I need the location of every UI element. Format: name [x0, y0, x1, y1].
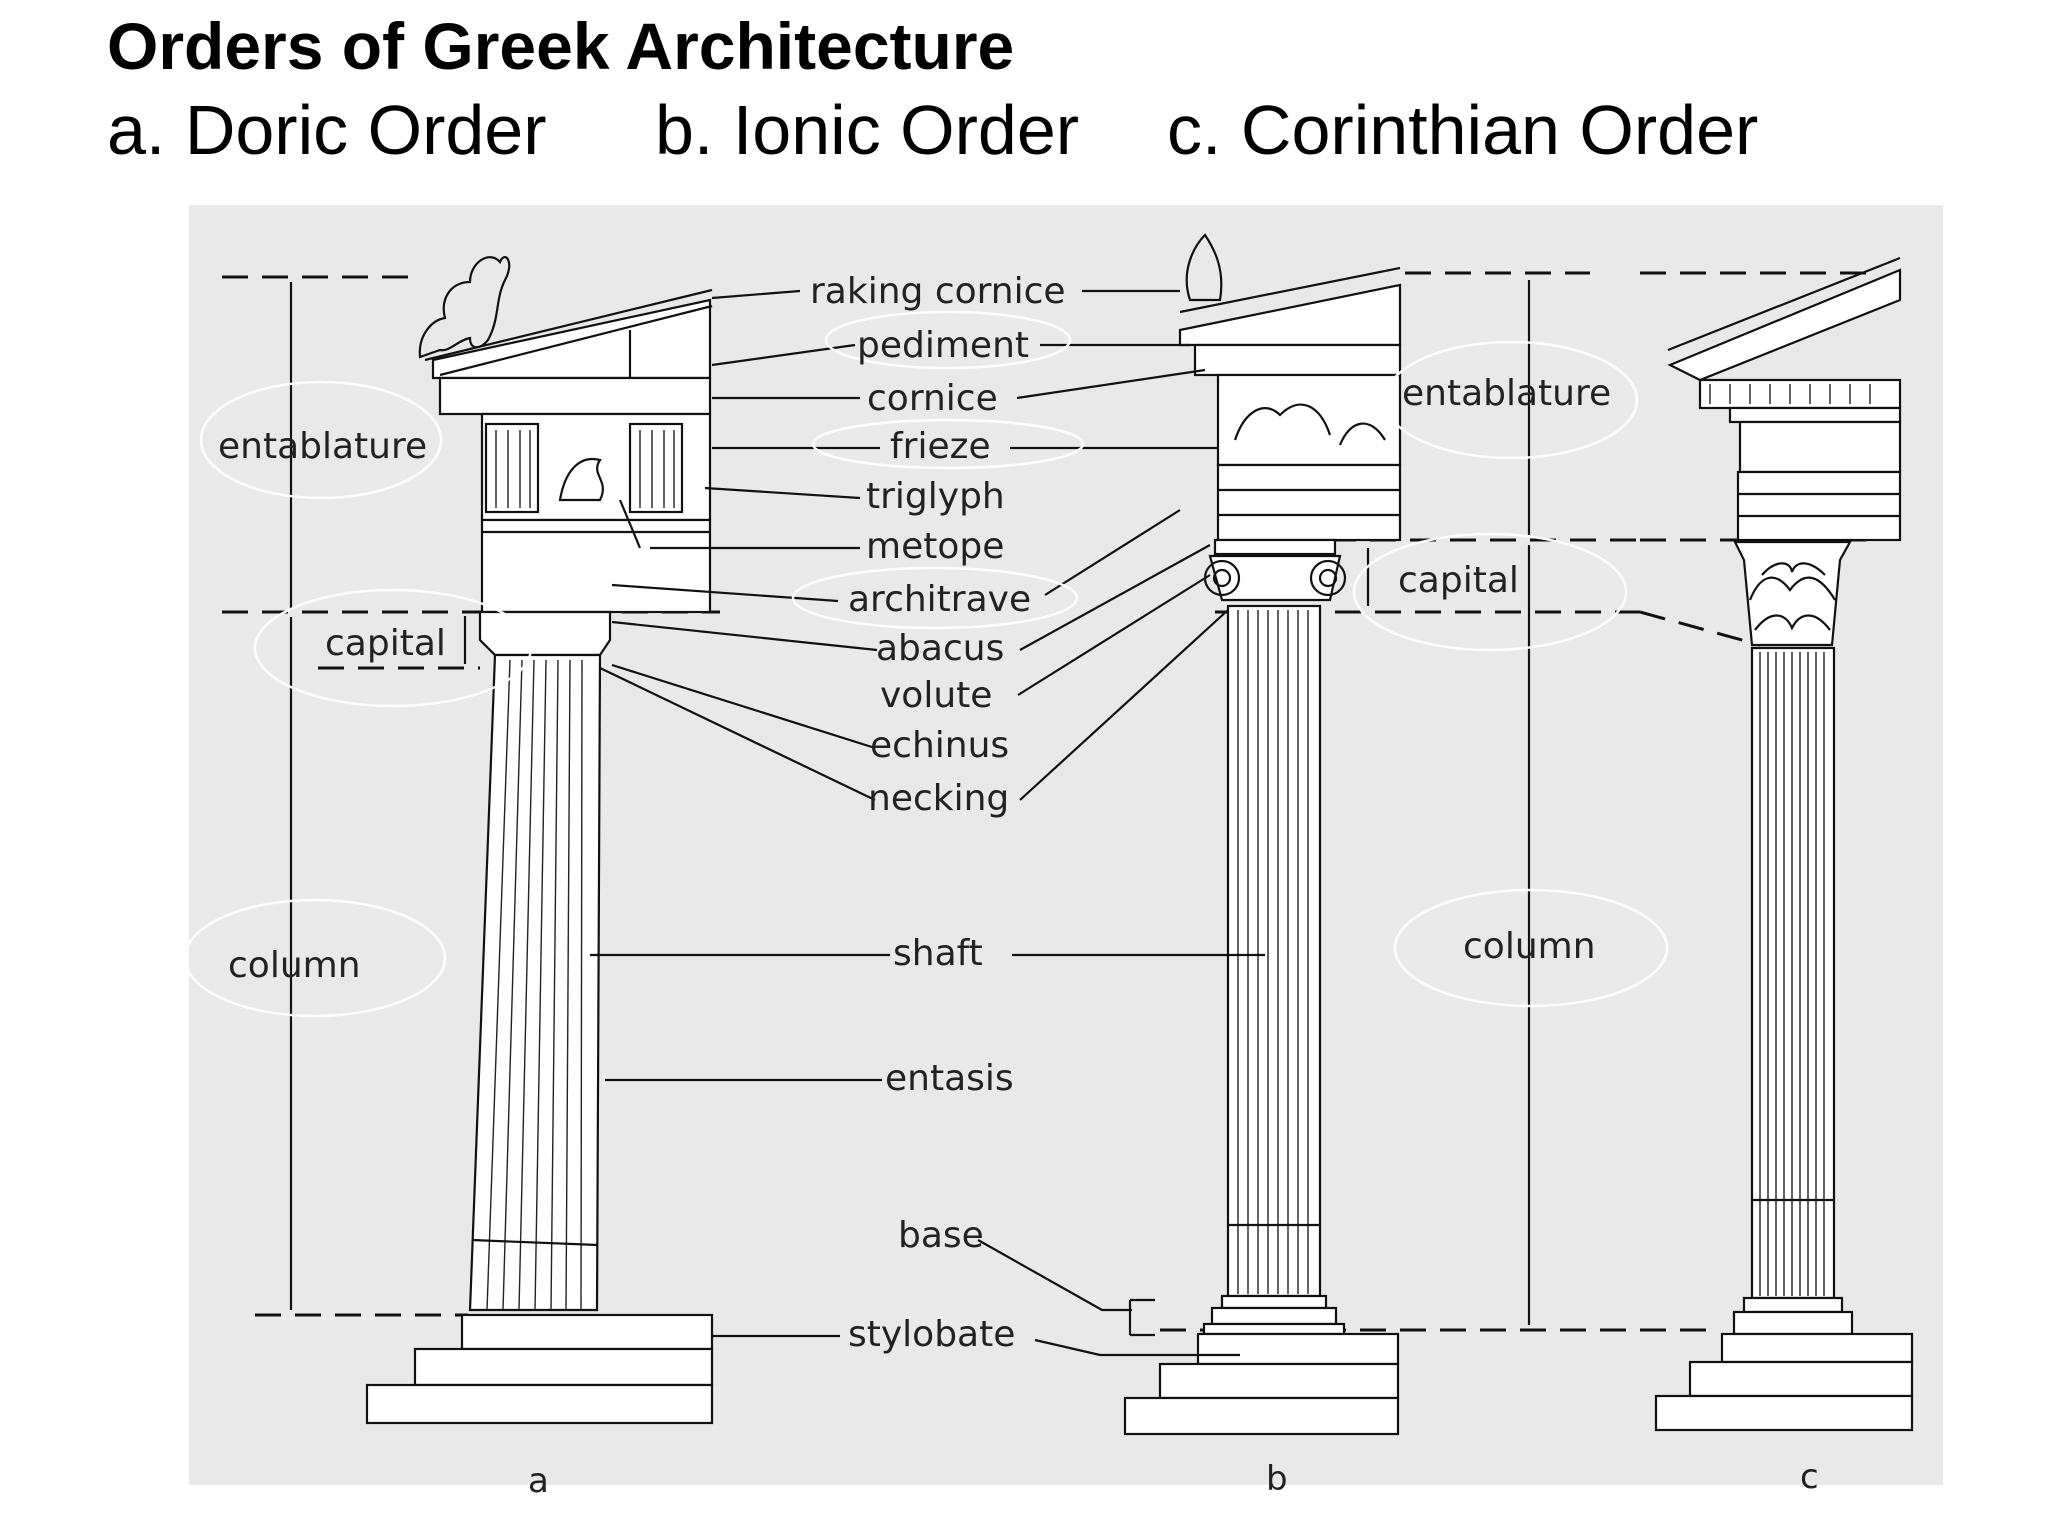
- corinthian-architrave: [1736, 470, 1902, 542]
- label-pediment: pediment: [857, 325, 1029, 366]
- ellipse-left-column: [183, 898, 447, 1018]
- griffin-ornament: [418, 256, 511, 359]
- corinthian-stylobate: [1720, 1332, 1914, 1364]
- ionic-shaft: [1226, 604, 1322, 1298]
- label-necking: necking: [868, 778, 1009, 819]
- ellipse-pediment: [824, 310, 1072, 370]
- doric-cornice: [438, 376, 712, 416]
- label-base: base: [898, 1215, 984, 1256]
- label-cornice: cornice: [867, 378, 998, 419]
- ionic-abacus: [1213, 538, 1337, 556]
- ellipse-right-capital: [1352, 532, 1628, 652]
- label-shaft: shaft: [893, 933, 983, 974]
- doric-architrave: [480, 518, 712, 614]
- label-architrave: architrave: [848, 579, 1031, 620]
- label-right-column: column: [1463, 926, 1596, 967]
- ellipse-left-entablature: [199, 380, 443, 500]
- corinthian-frieze: [1738, 420, 1902, 474]
- slide-title: Orders of Greek Architecture: [107, 9, 1015, 83]
- doric-stylobate: [460, 1313, 714, 1351]
- label-echinus: echinus: [870, 725, 1009, 766]
- doric-order-drawing: [222, 256, 720, 1425]
- corinthian-pediment: [1667, 268, 1902, 382]
- label-entasis: entasis: [885, 1058, 1014, 1099]
- label-metope: metope: [866, 526, 1004, 567]
- label-stylobate: stylobate: [848, 1314, 1015, 1355]
- ionic-flutes: [1237, 610, 1309, 1294]
- subtitle-ionic: b. Ionic Order: [655, 91, 1080, 169]
- ionic-order-drawing: [1123, 233, 1640, 1436]
- highlight-ellipses: [183, 310, 1669, 1018]
- ellipse-left-capital: [253, 588, 533, 708]
- label-left-entablature: entablature: [218, 426, 427, 467]
- subtitle-corinthian: c. Corinthian Order: [1167, 91, 1759, 169]
- corinthian-base: [1742, 1296, 1844, 1314]
- corinthian-cornice: [1698, 378, 1902, 410]
- letter-a: a: [528, 1461, 549, 1501]
- side-labels: entablature capital column entablature c…: [218, 373, 1611, 986]
- corinthian-flutes: [1759, 652, 1825, 1296]
- label-abacus: abacus: [876, 628, 1004, 669]
- order-letters: a b c: [528, 1457, 1819, 1501]
- corinthian-shaft: [1750, 646, 1836, 1300]
- subtitle-doric: a. Doric Order: [107, 91, 547, 169]
- label-right-entablature: entablature: [1402, 373, 1611, 414]
- ionic-base: [1220, 1294, 1328, 1310]
- corinthian-order-drawing: [1639, 256, 1914, 1432]
- ellipse-right-column: [1393, 888, 1669, 1008]
- palmette-ornament: [1185, 233, 1223, 302]
- letter-b: b: [1266, 1459, 1288, 1499]
- ionic-stylobate: [1196, 1332, 1400, 1366]
- doric-flutes: [486, 659, 583, 1311]
- label-left-capital: capital: [325, 623, 446, 664]
- label-volute: volute: [880, 675, 992, 716]
- label-right-capital: capital: [1398, 560, 1519, 601]
- ionic-cornice: [1193, 343, 1402, 377]
- label-frieze: frieze: [890, 426, 991, 467]
- letter-c: c: [1800, 1457, 1819, 1497]
- metope-relief: [558, 457, 604, 502]
- corinthian-capital: [1733, 540, 1852, 647]
- ellipse-architrave: [791, 566, 1079, 630]
- ellipse-right-entablature: [1383, 340, 1639, 460]
- ellipse-frieze: [811, 418, 1085, 470]
- label-left-column: column: [228, 945, 361, 986]
- label-triglyph: triglyph: [866, 476, 1005, 517]
- label-raking-cornice: raking cornice: [810, 271, 1066, 312]
- center-labels: raking cornice pediment cornice frieze t…: [810, 271, 1066, 1355]
- doric-capital: [478, 610, 612, 657]
- ionic-volute-right: [1309, 559, 1347, 597]
- leader-lines: [590, 289, 1265, 1357]
- ionic-architrave: [1216, 463, 1402, 542]
